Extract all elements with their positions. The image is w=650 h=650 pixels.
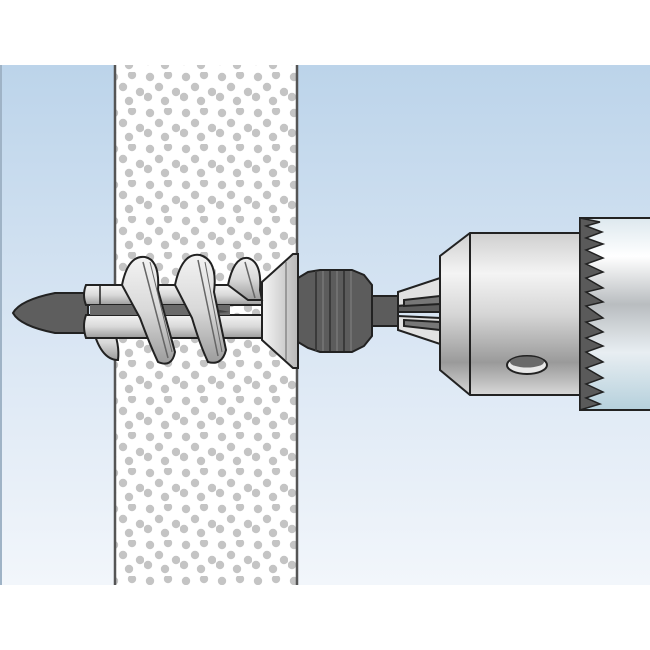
anchor-body — [83, 253, 299, 369]
drill-chuck — [439, 232, 581, 396]
drill-bit — [371, 295, 399, 327]
chuck-key-hole-icon — [506, 355, 548, 375]
anchor-threads — [120, 253, 264, 365]
bit-holder — [297, 269, 373, 353]
chuck-teeth — [579, 217, 606, 412]
screw-tip — [11, 292, 89, 334]
